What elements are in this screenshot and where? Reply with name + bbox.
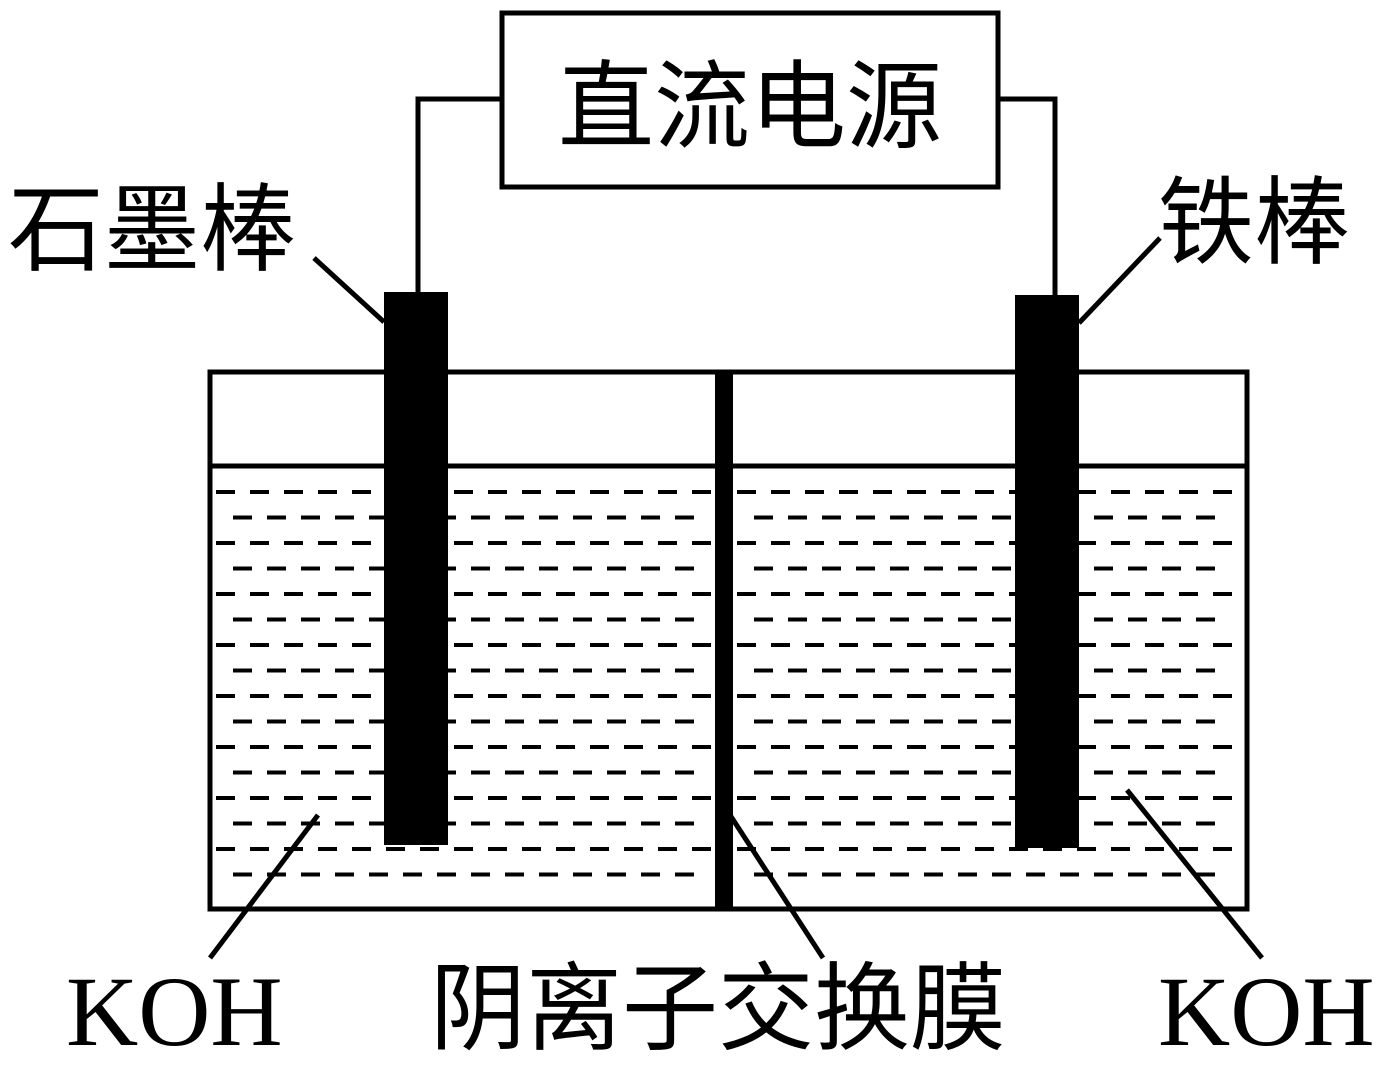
- electrolyte-solution: [216, 490, 1232, 877]
- graphite-rod-label: 石墨棒: [8, 174, 296, 286]
- leader-koh-left: [208, 813, 320, 960]
- membrane-label: 阴离子交换膜: [430, 953, 1006, 1065]
- wire-right: [998, 96, 1058, 297]
- leader-membrane: [727, 813, 826, 960]
- graphite-rod: [384, 292, 448, 845]
- iron-rod-label: 铁棒: [1158, 167, 1350, 279]
- power-supply-box: [499, 10, 1001, 190]
- leader-iron: [1077, 236, 1162, 325]
- iron-rod: [1015, 295, 1079, 848]
- power-supply-label: 直流电源: [558, 51, 942, 163]
- anion-exchange-membrane: [715, 372, 733, 909]
- leader-koh-right: [1125, 788, 1264, 960]
- leader-graphite: [312, 256, 386, 324]
- koh-left-label: KOH: [66, 956, 283, 1067]
- wire-left: [415, 96, 502, 293]
- koh-right-label: KOH: [1158, 956, 1375, 1067]
